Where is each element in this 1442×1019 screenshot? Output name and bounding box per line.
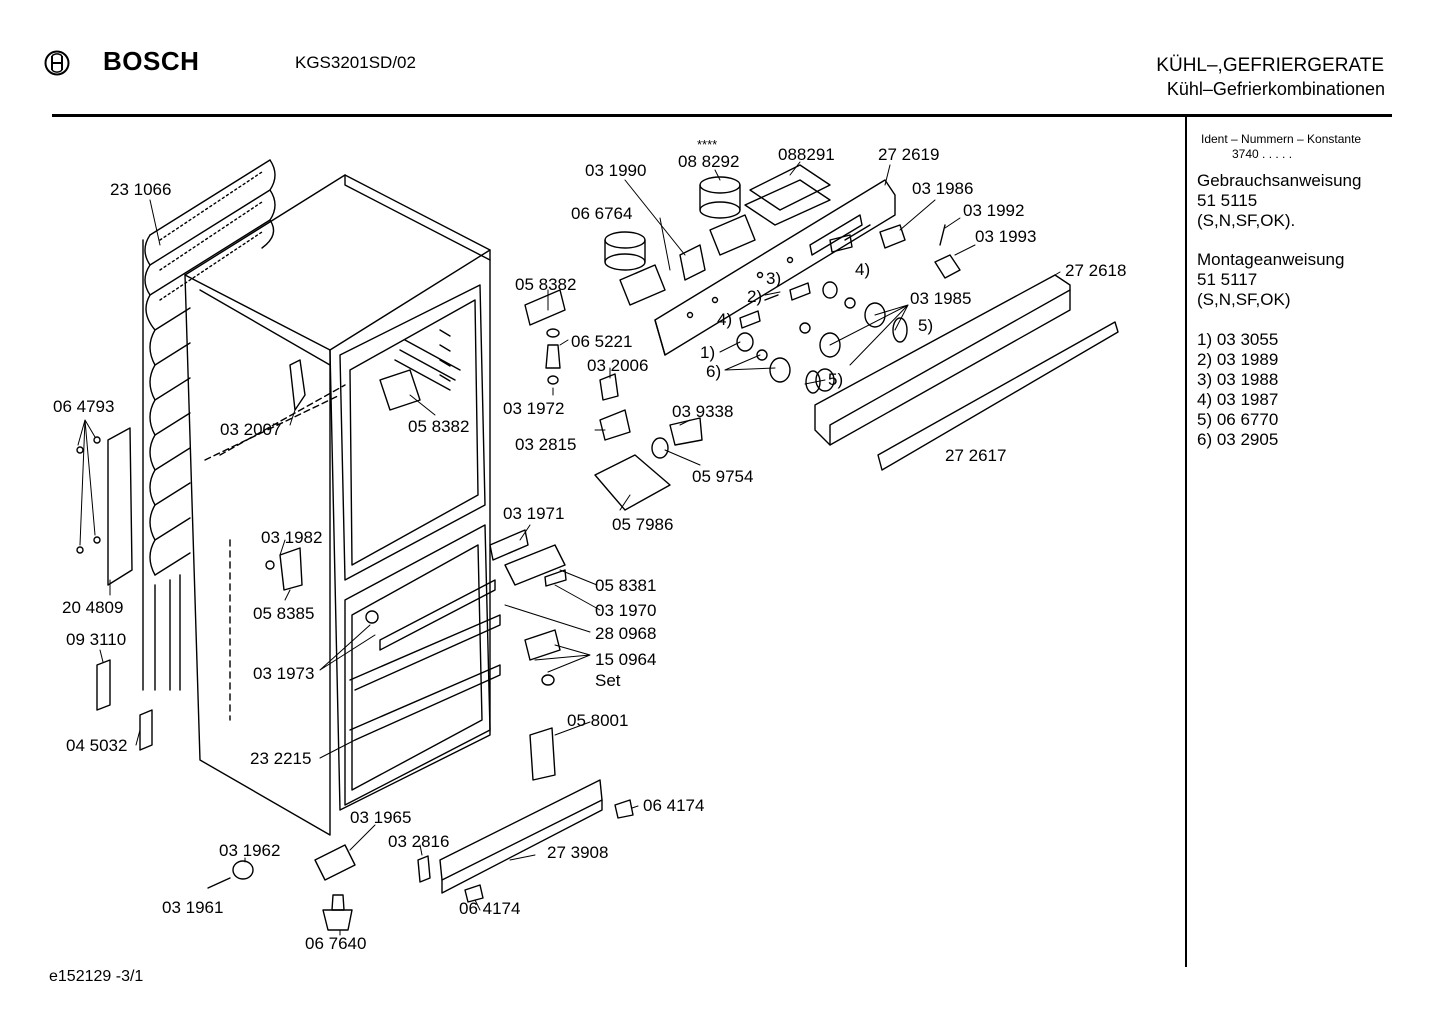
footnote-marker: 5) xyxy=(918,316,933,335)
part-label: 04 5032 xyxy=(66,736,127,755)
footnote-item: 6) 03 2905 xyxy=(1197,430,1279,449)
brand-name: BOSCH xyxy=(103,46,200,76)
part-label: 03 1986 xyxy=(912,179,973,198)
part-label: 05 8385 xyxy=(253,604,314,623)
part-label: 03 1973 xyxy=(253,664,314,683)
footnote-marker: 3) xyxy=(766,269,781,288)
part-label: 03 1992 xyxy=(963,201,1024,220)
part-label: 06 5221 xyxy=(571,332,632,351)
part-label: 05 8382 xyxy=(515,275,576,294)
part-label: 27 2617 xyxy=(945,446,1006,465)
header-divider xyxy=(52,114,1392,117)
part-label: 05 8381 xyxy=(595,576,656,595)
footnote-item: 2) 03 1989 xyxy=(1197,350,1279,369)
montage-variants: (S,N,SF,OK) xyxy=(1197,290,1291,309)
part-label: 03 2816 xyxy=(388,832,449,851)
part-label: 088291 xyxy=(778,145,835,164)
part-label: Set xyxy=(595,671,621,690)
ident-title: Ident – Nummern – Konstante xyxy=(1201,132,1362,146)
part-label: 05 8382 xyxy=(408,417,469,436)
part-label: 06 4174 xyxy=(459,899,520,918)
part-label: 03 1962 xyxy=(219,841,280,860)
part-label: 08 8292 xyxy=(678,152,739,171)
gebrauch-number: 51 5115 xyxy=(1197,191,1258,210)
footnote-marker: 1) xyxy=(700,343,715,362)
part-label: 03 1971 xyxy=(503,504,564,523)
category-title: KÜHL–,GEFRIERGERATE xyxy=(1156,55,1384,76)
part-label: 05 9754 xyxy=(692,467,753,486)
ident-value: 3740 . . . . . xyxy=(1232,147,1293,161)
fridge-cabinet xyxy=(184,174,501,836)
part-label: 03 1985 xyxy=(910,289,971,308)
footnote-marker: 6) xyxy=(706,362,721,381)
part-label: 03 1990 xyxy=(585,161,646,180)
part-label: 20 4809 xyxy=(62,598,123,617)
knobs-and-rings xyxy=(736,234,908,394)
footnote-marker: 2) xyxy=(747,287,762,306)
part-label: 23 2215 xyxy=(250,749,311,768)
part-label: 03 1972 xyxy=(503,399,564,418)
footnote-marker: 4) xyxy=(717,310,732,329)
montage-title: Montageanweisung xyxy=(1197,250,1345,269)
part-label: 15 0964 xyxy=(595,650,656,669)
part-label: 05 7986 xyxy=(612,515,673,534)
footnote-item: 3) 03 1988 xyxy=(1197,370,1279,389)
part-label: 28 0968 xyxy=(595,624,656,643)
part-label: 03 1965 xyxy=(350,808,411,827)
part-label: 03 1993 xyxy=(975,227,1036,246)
part-label: 03 1982 xyxy=(261,528,322,547)
gebrauch-title: Gebrauchsanweisung xyxy=(1197,171,1362,190)
part-label: 05 8001 xyxy=(567,711,628,730)
leader-lines xyxy=(77,161,1061,936)
part-label: 03 2007 xyxy=(220,420,281,439)
part-label: 03 9338 xyxy=(672,402,733,421)
footnote-marker: 5) xyxy=(828,370,843,389)
part-label: 06 4174 xyxy=(643,796,704,815)
drawing-id: e152129 -3/1 xyxy=(49,968,144,985)
part-label: 06 7640 xyxy=(305,934,366,953)
part-labels: 23 1066 03 1990 **** 08 8292 088291 27 2… xyxy=(53,137,1126,953)
part-label: 06 4793 xyxy=(53,397,114,416)
part-label: 27 3908 xyxy=(547,843,608,862)
part-label: 27 2619 xyxy=(878,145,939,164)
side-parts xyxy=(76,359,379,751)
part-label: 03 2006 xyxy=(587,356,648,375)
part-label: 03 1970 xyxy=(595,601,656,620)
exploded-parts-diagram: 23 1066 03 1990 **** 08 8292 088291 27 2… xyxy=(53,137,1126,953)
bottom-parts xyxy=(207,779,634,931)
bosch-logo-icon xyxy=(44,50,70,76)
footnote-item: 1) 03 3055 xyxy=(1197,330,1279,349)
part-label: 23 1066 xyxy=(110,180,171,199)
category-subtitle: Kühl–Gefrierkombinationen xyxy=(1166,79,1385,99)
footnote-marker: 4) xyxy=(855,260,870,279)
shelf xyxy=(379,579,496,651)
thermostat-assembly xyxy=(604,164,831,306)
gebrauch-variants: (S,N,SF,OK). xyxy=(1197,211,1296,230)
part-label: 06 6764 xyxy=(571,204,632,223)
sidebar-divider xyxy=(1185,117,1187,967)
part-label: 27 2618 xyxy=(1065,261,1126,280)
hinge-brackets-top xyxy=(879,224,961,279)
model-number: KGS3201SD/02 xyxy=(295,53,416,72)
montage-number: 51 5117 xyxy=(1197,270,1258,289)
part-label: **** xyxy=(697,137,717,152)
part-label: 03 2815 xyxy=(515,435,576,454)
control-panel xyxy=(654,179,896,356)
part-label: 03 1961 xyxy=(162,898,223,917)
condenser-coil xyxy=(142,159,276,691)
footnote-item: 4) 03 1987 xyxy=(1197,390,1279,409)
footnote-item: 5) 06 6770 xyxy=(1197,410,1279,429)
part-label: 09 3110 xyxy=(66,630,126,649)
